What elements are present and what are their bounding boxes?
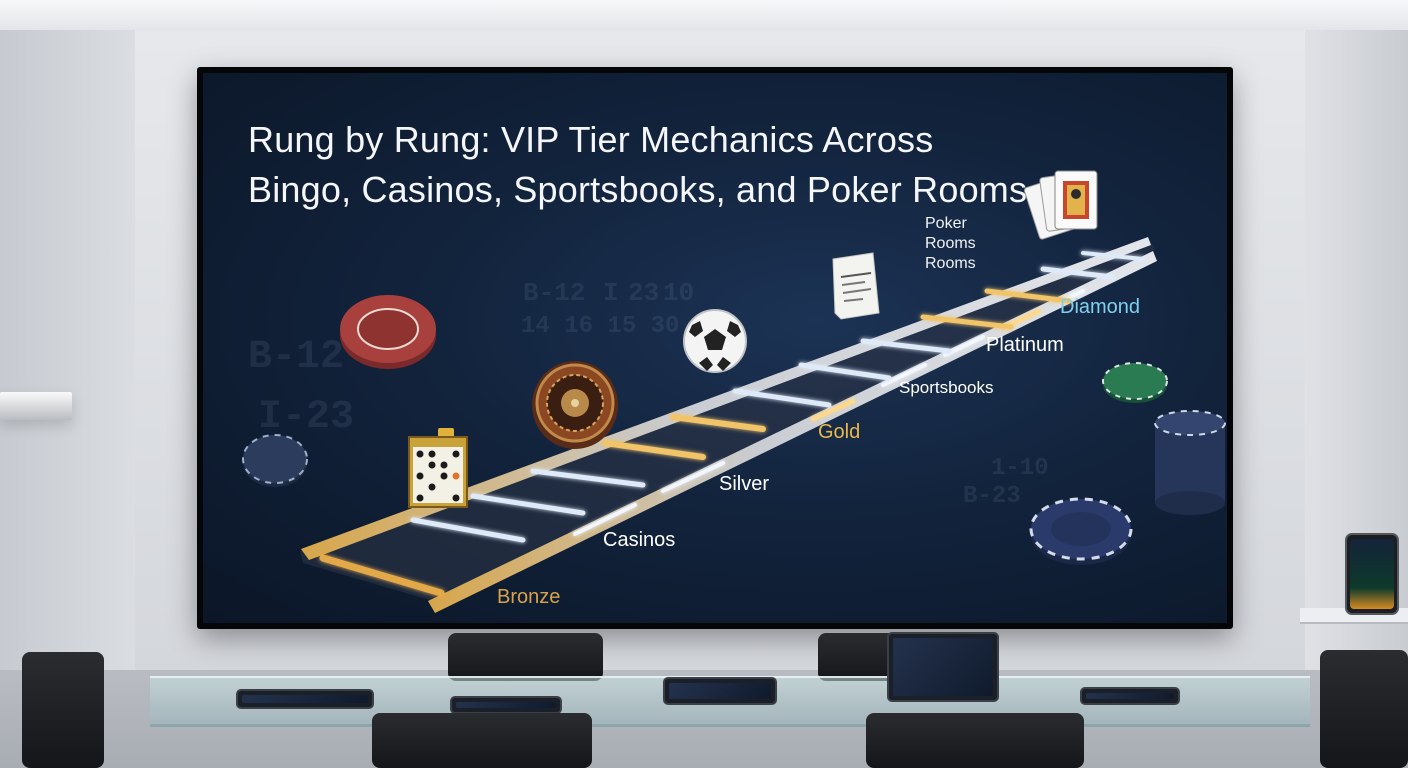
smartphone-on-stand — [1345, 533, 1399, 615]
vertical-label-sportsbooks: Sportsbooks — [899, 378, 994, 397]
poker-chip-red — [340, 295, 436, 369]
tablet-screen — [669, 683, 771, 699]
ceiling — [0, 0, 1408, 31]
ghost-number: 1-10 — [991, 455, 1049, 482]
rung — [470, 493, 586, 516]
display-content: B-12 I 23 10 14 16 15 30 B-12 I-23 1-10 … — [203, 73, 1227, 623]
office-chair — [22, 652, 104, 768]
poker-chip-navy — [242, 434, 308, 487]
tablet-device — [663, 677, 777, 705]
bet-slip-icon — [832, 252, 880, 320]
rung — [530, 468, 646, 488]
ghost-number: B-23 — [963, 483, 1021, 510]
roulette-wheel-icon — [532, 361, 618, 449]
ghost-number: 23 — [628, 278, 660, 308]
rung-bronze — [319, 554, 445, 597]
tablet-screen — [242, 695, 368, 703]
bingo-card-icon — [408, 428, 468, 508]
poker-label-line: Rooms — [925, 235, 976, 252]
tablet-device — [1080, 687, 1180, 705]
ladder-rungs — [319, 251, 1145, 597]
tablet-screen — [456, 702, 556, 708]
rung — [1081, 251, 1145, 261]
ladder-rail-right — [428, 251, 1157, 613]
ghost-number: B-12 — [248, 335, 345, 380]
rung — [732, 388, 832, 408]
left-wall — [0, 30, 135, 670]
rung-gold — [602, 440, 706, 460]
rung — [410, 517, 526, 543]
ladder-rail-left — [301, 237, 1151, 560]
tier-label-platinum: Platinum — [986, 334, 1064, 356]
rung — [860, 338, 952, 354]
vertical-label-poker-rooms: Poker Rooms Rooms — [925, 214, 976, 274]
presentation-title: Rung by Rung: VIP Tier Mechanics Across … — [248, 119, 1028, 210]
tablet-device — [450, 696, 562, 714]
rung — [798, 362, 892, 381]
tier-label-bronze: Bronze — [497, 586, 561, 608]
tablet-screen — [893, 638, 993, 696]
ghost-number: B-12 — [523, 278, 586, 308]
tablet-screen — [1086, 693, 1174, 699]
rung-gold — [920, 314, 1014, 330]
soccer-ball-icon — [683, 309, 747, 373]
poker-label-line: Rooms — [925, 255, 976, 272]
office-chair — [372, 713, 592, 768]
rung-gold — [670, 414, 766, 432]
poker-label-line: Poker — [925, 215, 967, 232]
poker-chip-blue — [1029, 497, 1133, 565]
wall-display: B-12 I 23 10 14 16 15 30 B-12 I-23 1-10 … — [197, 67, 1233, 629]
poker-chip-green — [1102, 362, 1168, 403]
tier-label-silver: Silver — [719, 473, 770, 495]
playing-cards-icon — [1023, 170, 1098, 240]
office-chair — [1320, 650, 1408, 768]
office-chair — [448, 633, 603, 681]
tier-label-gold: Gold — [818, 421, 861, 443]
tablet-device — [887, 632, 999, 702]
rung — [1040, 266, 1116, 280]
ghost-number: I-23 — [258, 395, 355, 440]
rung-gold — [984, 288, 1072, 304]
poker-chip-stack — [1154, 410, 1226, 515]
ghost-number: 14 16 15 30 — [521, 313, 680, 340]
vertical-label-casinos: Casinos — [603, 529, 676, 551]
tier-label-diamond: Diamond — [1060, 296, 1141, 318]
ladder-graphic — [242, 170, 1226, 613]
office-chair — [866, 713, 1084, 768]
ghost-number: I — [603, 278, 619, 308]
tablet-device — [236, 689, 374, 709]
phone-screen — [1350, 539, 1394, 609]
ghost-number: 10 — [663, 278, 695, 308]
wall-sconce — [0, 392, 72, 420]
